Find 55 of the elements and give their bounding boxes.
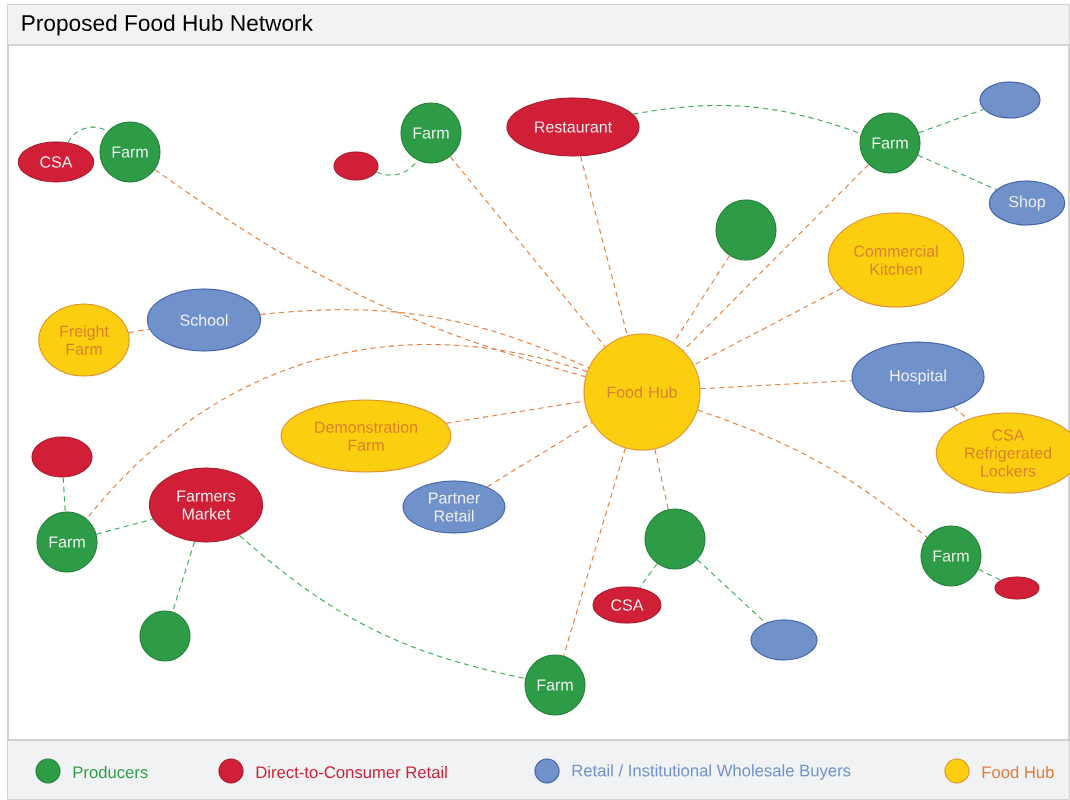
dashed-connector [697,409,928,538]
dashed-connector [918,108,985,134]
circle-node: Farm [36,511,98,573]
ellipse-node: CSA Refrigerated Lockers [935,412,1070,494]
ellipse-node: Freight Farm [38,303,130,377]
dashed-connector [953,406,969,420]
circle-node: Food Hub [583,333,701,451]
title-bar: Proposed Food Hub Network [7,5,1070,46]
legend-label: Retail / Institutional Wholesale Buyers [572,764,851,780]
dashed-connector [95,518,154,535]
dashed-connector [977,568,1002,581]
circle-node: Farm [99,121,161,183]
dashed-connector [238,534,526,680]
dashed-connector [632,104,862,135]
ellipse-node: Restaurant [506,97,640,157]
circle-node: Farm [400,102,462,164]
dashed-connector [673,255,731,344]
dashed-connector [654,448,669,510]
ellipse-node: Commercial Kitchen [827,212,965,308]
ellipse-node: Demonstration Farm [280,399,452,473]
ellipse-node: Farmers Market [148,467,264,543]
ellipse-node: School [146,288,262,352]
dashed-connector [486,422,593,488]
dashed-connector [67,126,108,144]
ellipse-node [750,619,818,661]
legend-label: Food Hub [982,765,1054,779]
dashed-connector [172,541,196,613]
legend-label: Producers [73,765,148,779]
ellipse-node: CSA [592,586,662,624]
ellipse-node [31,436,93,478]
ellipse-node: Shop [988,180,1066,226]
dashed-connector [580,155,628,336]
ellipse-node: Partner Retail [402,480,506,534]
dashed-connector [682,164,869,352]
dashed-connector [917,154,997,191]
circle-node: Farm [920,525,982,587]
legend-label: Direct-to-Consumer Retail [256,765,447,779]
circle-node [644,508,706,570]
dashed-connector [699,380,853,390]
dashed-connector [563,447,626,657]
dashed-connector [449,156,606,348]
circle-node [139,610,191,662]
dashed-connector [86,344,588,520]
dashed-connector [696,559,767,624]
circle-node: Farm [859,112,921,174]
dashed-connector [259,309,590,369]
ellipse-node [994,576,1040,600]
ellipse-node: Hospital [851,341,985,413]
ellipse-node [979,81,1041,119]
dashed-connector [639,563,658,589]
circle-node [715,199,777,261]
dashed-connector [693,287,842,366]
ellipse-node: CSA [17,141,95,183]
ellipse-node [333,151,379,181]
circle-node: Farm [524,654,586,716]
